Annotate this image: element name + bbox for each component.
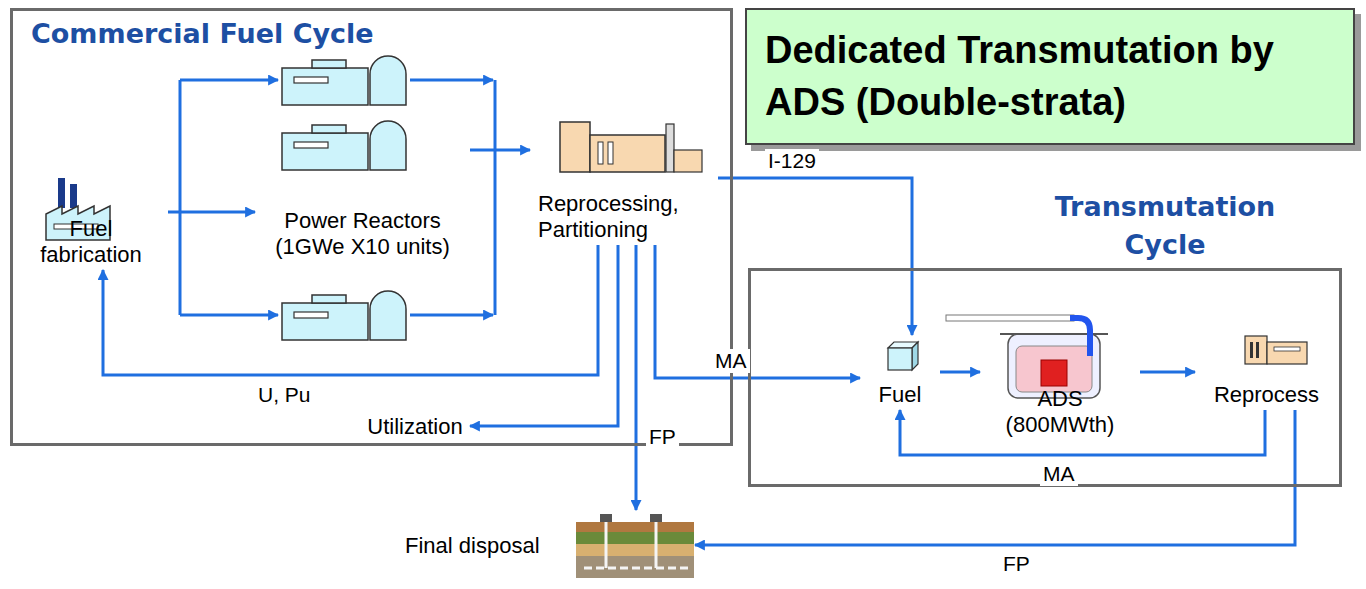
cycle-frame-border (748, 268, 1342, 487)
flow-label: MA (712, 349, 750, 373)
node-label: Utilization (367, 414, 462, 440)
node-label: Fuel fabrication (18, 216, 164, 268)
fabrication-node: Fuel fabrication (14, 172, 168, 270)
cycle-heading: Commercial Fuel Cycle (31, 15, 591, 53)
flow-arrow (470, 245, 618, 426)
repository-icon (576, 514, 694, 578)
flow-arrow (103, 245, 598, 375)
cycle-heading: Transmutation Cycle (1030, 188, 1300, 264)
cycle-frame: Commercial Fuel CycleFuel fabrication Pow… (10, 8, 733, 446)
flow-arrow (1140, 371, 1195, 374)
title-box: Dedicated Transmutation by ADS (Double-s… (745, 8, 1355, 145)
node-label: Power Reactors (1GWe X10 units) (259, 208, 466, 260)
flow-label: FP (1000, 552, 1033, 576)
reactor-icon (282, 291, 406, 340)
reprocessing-node: Reprocessing, Partitioning (530, 112, 718, 245)
reactor-icon (282, 121, 406, 170)
node-label: Final disposal (405, 533, 540, 559)
reprocessing-plant-icon (560, 122, 702, 172)
reactor-node: Power Reactors (1GWe X10 units) (255, 112, 470, 262)
fuel-node: Fuel (860, 335, 940, 410)
flow-arrow (168, 211, 255, 214)
reprocess-node: Reprocess (1195, 330, 1338, 410)
node-label: Reprocessing, Partitioning (538, 191, 718, 243)
disposal-node: Final disposal (400, 510, 695, 582)
flow-arrow (635, 245, 638, 510)
branch-lines (180, 80, 495, 315)
flow-arrow (695, 410, 1295, 545)
cycle-frame: Transmutation CycleFuel ADS (800MWth) Repr… (748, 188, 1342, 487)
flow-label: U, Pu (255, 383, 314, 407)
flow-label: I-129 (765, 149, 819, 173)
ads-node: ADS (800MWth) (980, 300, 1140, 440)
node-label: ADS (800MWth) (984, 386, 1136, 438)
node-label: Reprocess (1214, 382, 1319, 408)
reprocess-icon (1245, 336, 1307, 364)
flow-label: FP (646, 425, 679, 449)
flow-arrow (470, 149, 530, 152)
flow-arrow (655, 245, 860, 378)
ads-vessel-icon (946, 315, 1108, 398)
reactor-icon (282, 56, 406, 105)
node-label: Fuel (879, 382, 922, 408)
flow-label: MA (1040, 462, 1078, 486)
fuel-icon (888, 342, 918, 370)
flow-arrow (940, 371, 980, 374)
utilization-node: Utilization (360, 410, 470, 444)
